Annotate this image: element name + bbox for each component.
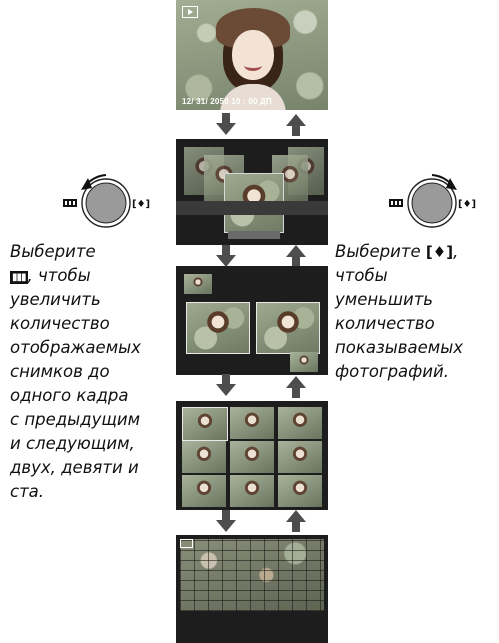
screen-single-frame: 12/ 31/ 2050 10 : 00 ДП — [176, 0, 328, 110]
screen-frame-with-neighbors — [176, 139, 328, 245]
photo-thumbnail — [182, 441, 226, 473]
left-caption-line: ▮▮▮, чтобы — [10, 266, 91, 285]
zoom-dial-left: [♦] — [46, 160, 166, 230]
photo-thumbnail — [182, 475, 226, 507]
zoom-in-icon: [♦] — [425, 243, 454, 261]
photo-thumbnail — [230, 441, 274, 473]
right-caption-line: показываемых — [335, 338, 463, 357]
svg-text:[♦]: [♦] — [458, 199, 476, 210]
arrow-up-icon — [286, 510, 306, 532]
left-caption: Выберите ▮▮▮, чтобы увеличить количество… — [10, 240, 175, 504]
arrow-down-icon — [216, 245, 236, 267]
photo-thumbnail — [278, 475, 322, 507]
photo-thumbnail — [278, 407, 322, 439]
left-caption-line: снимков до — [10, 362, 110, 381]
photo-smile — [244, 60, 262, 71]
left-caption-line: двух, девяти и — [10, 458, 139, 477]
selection-cursor — [180, 539, 193, 548]
photo-frame-2 — [256, 302, 320, 354]
photo-thumbnail — [278, 441, 322, 473]
right-caption-line: количество — [335, 314, 435, 333]
left-caption-line: одного кадра — [10, 386, 129, 405]
photo-face — [232, 30, 274, 80]
arrow-up-icon — [286, 376, 306, 398]
left-caption-line: увеличить — [10, 290, 101, 309]
reflection-strip — [176, 201, 328, 215]
svg-text:[♦]: [♦] — [132, 199, 150, 210]
arrow-up-icon — [286, 114, 306, 136]
thumbnail-grid — [180, 539, 324, 611]
left-caption-line: ста. — [10, 482, 45, 501]
datetime-stamp: 12/ 31/ 2050 10 : 00 ДП — [182, 97, 272, 106]
photo-thumbnail — [230, 475, 274, 507]
arrow-down-icon — [216, 113, 236, 135]
right-caption: Выберите [♦], чтобы уменьшить количество… — [335, 240, 499, 384]
left-caption-line: отображаемых — [10, 338, 141, 357]
right-caption-line: уменьшить — [335, 290, 434, 309]
photo-thumbnail — [230, 407, 274, 439]
photo-frame-1 — [186, 302, 250, 354]
arrow-down-icon — [216, 374, 236, 396]
right-caption-line: Выберите [♦], — [335, 242, 459, 261]
left-caption-line: количество — [10, 314, 110, 333]
arrow-up-icon — [286, 245, 306, 267]
zoom-out-icon: ▮▮▮ — [10, 271, 28, 284]
right-caption-line: фотографий. — [335, 362, 449, 381]
reflection-current — [228, 231, 280, 239]
screen-hundred-frames — [176, 535, 328, 643]
photo-thumbnail — [184, 274, 212, 294]
arrow-down-icon — [216, 510, 236, 532]
left-caption-line: и следующим, — [10, 434, 135, 453]
screen-two-frames — [176, 266, 328, 375]
zoom-dial-right: [♦] — [372, 160, 492, 230]
screen-nine-frames — [176, 401, 328, 510]
left-caption-line: с предыдущим — [10, 410, 141, 429]
photo-thumbnail — [182, 407, 228, 441]
right-caption-line: чтобы — [335, 266, 388, 285]
playback-icon — [182, 6, 198, 18]
left-caption-line: Выберите — [10, 242, 96, 261]
photo-thumbnail — [290, 352, 318, 372]
